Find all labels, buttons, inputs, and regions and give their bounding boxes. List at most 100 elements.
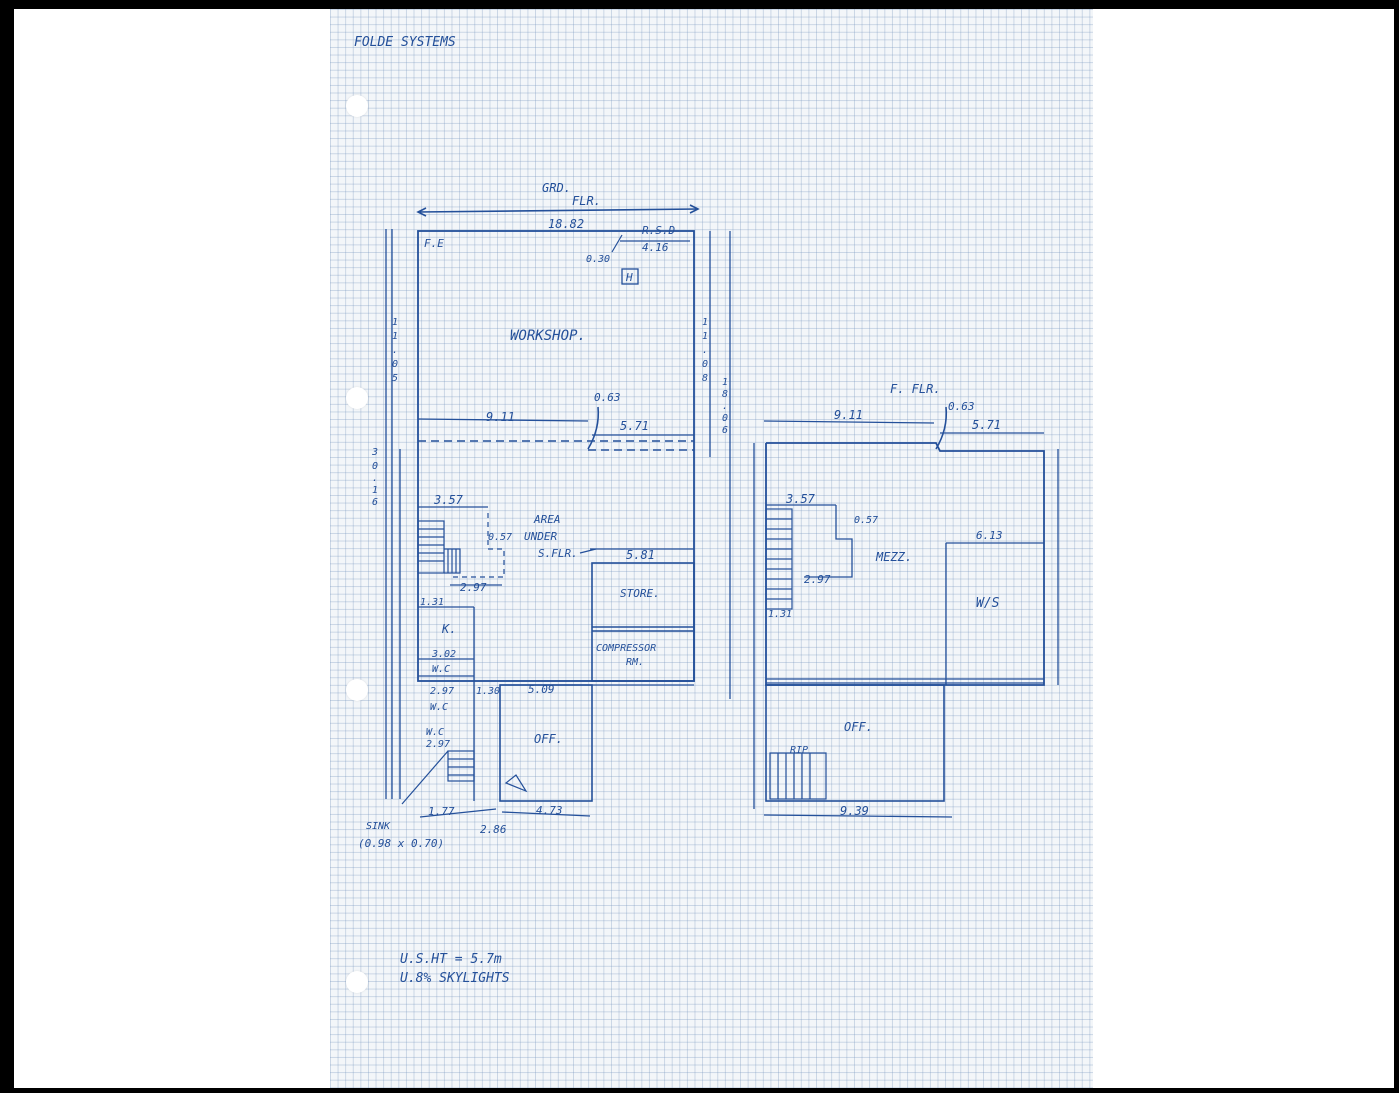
stair-dashed-outline (450, 513, 505, 578)
svg-text:8: 8 (722, 389, 728, 400)
dim-911-line (417, 418, 589, 422)
ff-office-stair (769, 752, 827, 800)
dim-297c: 2.97 (426, 739, 450, 750)
dim-177-line (419, 808, 497, 818)
dim-302: 3.02 (431, 649, 456, 660)
rsd-label: R.S.D (642, 224, 675, 237)
dim-571: 5.71 (620, 419, 649, 433)
wc-label-2: W.C (430, 702, 448, 713)
dim-357: 3.57 (433, 493, 464, 507)
grd-flr-title-line1: GRD. (542, 181, 571, 195)
dim-131: 1.31 (420, 597, 444, 608)
dim-286: 2.86 (480, 823, 507, 836)
ff-stair-void (804, 505, 853, 578)
dim-473: 4.73 (536, 804, 563, 817)
svg-text:.: . (392, 345, 398, 356)
ground-office-label: OFF. (534, 732, 563, 746)
graph-paper-sheet: FOLDE SYSTEMS GRD. FLR. 18.82 F.E R.S.D … (330, 9, 1093, 1088)
dim-057: 0.57 (488, 532, 512, 543)
right-depth-text: 1 1 . 0 8 (702, 317, 708, 384)
overall-width-value: 18.82 (548, 217, 584, 231)
sink-label-2: (0.98 x 0.70) (358, 837, 444, 850)
svg-text:5: 5 (392, 373, 398, 384)
svg-text:1: 1 (372, 485, 378, 496)
ground-floor-outline (417, 230, 695, 682)
mezz-label: MEZZ. (875, 550, 912, 564)
dim-177: 1.77 (428, 805, 455, 818)
svg-text:0: 0 (392, 359, 398, 370)
ff-stair (765, 508, 793, 610)
svg-text:.: . (722, 401, 728, 412)
svg-text:1: 1 (722, 377, 728, 388)
ff-dim-063: 0.63 (948, 400, 975, 413)
area-leader (579, 548, 597, 554)
svg-text:.: . (372, 473, 378, 484)
workshop-label: WORKSHOP. (510, 328, 586, 344)
grd-flr-title-line2: FLR. (572, 194, 601, 208)
dim-911: 9.11 (486, 410, 515, 424)
fire-exit-label: F.E (424, 237, 444, 250)
dim-063: 0.63 (594, 391, 621, 404)
svg-text:.: . (702, 345, 708, 356)
ws-label: W/S (976, 596, 1000, 611)
dim-130: 1.30 (476, 686, 500, 697)
offset-030: 0.30 (586, 254, 610, 265)
ff-hatched-edge (766, 678, 1044, 684)
note-skylights: U.8% SKYLIGHTS (400, 971, 510, 986)
compressor-label-2: RM. (626, 657, 644, 668)
wc-label-1: W.C (432, 664, 450, 675)
svg-text:3: 3 (371, 447, 378, 458)
svg-text:6: 6 (372, 497, 378, 508)
svg-text:1: 1 (392, 331, 398, 342)
svg-text:1: 1 (392, 317, 398, 328)
ff-dim-911: 9.11 (834, 408, 863, 422)
ff-dim-571: 5.71 (972, 418, 1001, 432)
svg-text:8: 8 (702, 373, 708, 384)
offset-leader (611, 234, 623, 253)
ff-063-leader (935, 406, 948, 450)
ws-dim-613: 6.13 (976, 529, 1003, 542)
hydrant-label: H (625, 271, 633, 284)
lower-stair (401, 750, 475, 805)
svg-text:1: 1 (702, 331, 708, 342)
dim-297b: 2.97 (430, 686, 454, 697)
rsd-width-value: 4.16 (642, 241, 669, 254)
svg-text:0: 0 (372, 461, 378, 472)
wc-label-3: W.C (426, 727, 444, 738)
svg-text:6: 6 (722, 425, 728, 436)
area-under-line1: AREA (533, 513, 561, 526)
area-under-line3: S.FLR. (538, 547, 578, 560)
dim-473-line (501, 811, 591, 817)
punch-hole (346, 971, 368, 993)
store-label: STORE. (620, 587, 660, 600)
svg-text:0: 0 (702, 359, 708, 370)
floor-plan-drawing: FOLDE SYSTEMS GRD. FLR. 18.82 F.E R.S.D … (354, 35, 1059, 986)
rip-label: RIP (790, 745, 808, 756)
sink-label-1: SINK (366, 821, 391, 832)
ground-office-room (499, 684, 593, 802)
dim-297: 2.97 (460, 581, 487, 594)
compressor-label-1: COMPRESSOR (596, 643, 656, 654)
left-total-text: 3 0 . 1 6 (371, 447, 378, 508)
left-depth-text: 1 1 . 0 5 (392, 317, 398, 384)
punch-hole (346, 679, 368, 701)
ff-dim-939-line (763, 814, 953, 818)
company-name: FOLDE SYSTEMS (354, 35, 456, 50)
dim-063-leader (587, 406, 600, 450)
door-swing (504, 774, 528, 793)
kitchen-label: K. (441, 622, 456, 636)
ff-dim-939: 9.39 (840, 804, 869, 818)
arrow-head (689, 204, 700, 214)
stair-left (417, 520, 461, 574)
arrow-head (416, 207, 427, 217)
first-floor-title: F. FLR. (890, 382, 941, 396)
ff-dim-057: 0.57 (854, 515, 878, 526)
svg-text:1: 1 (702, 317, 708, 328)
ff-dim-131: 1.31 (768, 609, 792, 620)
punch-hole (346, 387, 368, 409)
ff-dim-911-line (763, 420, 935, 424)
ff-dim-357: 3.57 (785, 492, 816, 506)
hydrant-box (621, 268, 639, 285)
ff-office-label: OFF. (844, 720, 873, 734)
